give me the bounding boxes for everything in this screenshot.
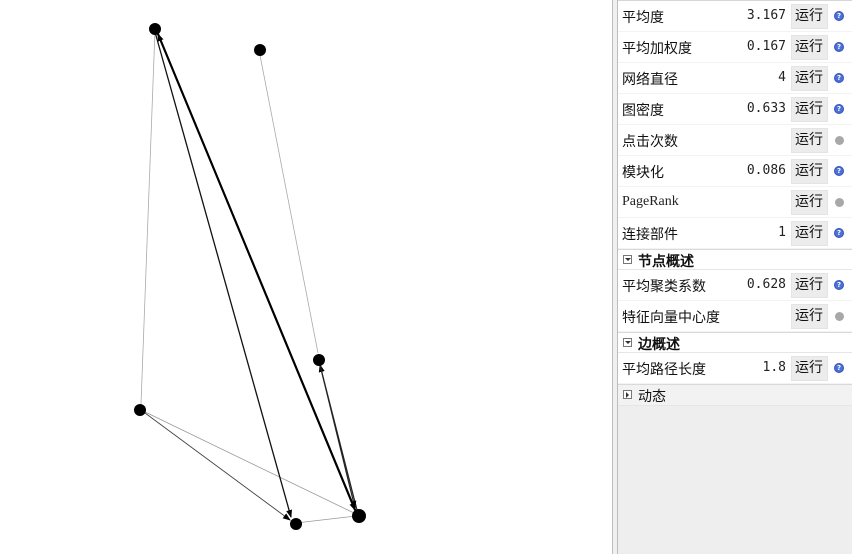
run-graph-density-button[interactable]: 运行	[791, 97, 828, 122]
stat-label: 特征向量中心度	[622, 310, 720, 326]
edge-overview-header[interactable]: 边概述	[618, 332, 852, 353]
run-network-diameter-button[interactable]: 运行	[791, 66, 828, 91]
graph-edge[interactable]	[154, 31, 292, 518]
graph-edge[interactable]	[258, 49, 319, 354]
graph-edge[interactable]	[144, 412, 291, 521]
stat-row-average-degree: 平均度 3.167 运行 ?	[618, 1, 852, 32]
statistics-panel: 平均度 3.167 运行 ? 平均加权度 0.167 运行 ? 网络直径 4 运…	[618, 0, 852, 554]
stat-value: 0.167	[746, 39, 786, 54]
stat-label: 连接部件	[622, 227, 678, 243]
collapse-toggle-icon[interactable]	[623, 255, 632, 264]
graph-edge[interactable]	[140, 409, 357, 515]
stat-label: 图密度	[622, 103, 664, 119]
info-icon[interactable]: ?	[834, 280, 844, 290]
stat-row-average-path-length: 平均路径长度 1.8 运行 ?	[618, 353, 852, 384]
stat-value: 3.167	[746, 8, 786, 23]
stat-value: 0.086	[746, 163, 786, 178]
run-average-path-length-button[interactable]: 运行	[791, 356, 828, 381]
info-icon[interactable]: ?	[834, 104, 844, 114]
disabled-dot-icon	[835, 198, 844, 207]
section-title: 节点概述	[638, 254, 694, 270]
run-average-degree-button[interactable]: 运行	[791, 4, 828, 29]
graph-edge[interactable]	[157, 33, 356, 511]
stat-label: 平均路径长度	[622, 362, 706, 378]
stat-label: 网络直径	[622, 72, 678, 88]
stat-value: 1.8	[762, 360, 786, 375]
stat-label: 模块化	[622, 165, 664, 181]
stat-row-network-diameter: 网络直径 4 运行 ?	[618, 63, 852, 94]
section-title: 边概述	[638, 337, 680, 353]
stat-value: 0.633	[746, 101, 786, 116]
info-icon[interactable]: ?	[834, 228, 844, 238]
stat-row-hits: 点击次数 运行	[618, 125, 852, 156]
stat-row-connected-components: 连接部件 1 运行 ?	[618, 218, 852, 249]
graph-node[interactable]	[134, 404, 146, 416]
disabled-dot-icon	[835, 312, 844, 321]
disabled-dot-icon	[835, 136, 844, 145]
info-icon[interactable]: ?	[834, 363, 844, 373]
run-average-clustering-button[interactable]: 运行	[791, 273, 828, 298]
graph-node[interactable]	[149, 23, 161, 35]
expand-toggle-icon[interactable]	[623, 390, 632, 399]
stat-label: 平均度	[622, 10, 664, 26]
info-icon[interactable]: ?	[834, 42, 844, 52]
run-eigenvector-centrality-button[interactable]: 运行	[791, 304, 828, 329]
stat-row-pagerank: PageRank 运行	[618, 187, 852, 218]
run-connected-components-button[interactable]: 运行	[791, 221, 828, 246]
stat-row-modularity: 模块化 0.086 运行 ?	[618, 156, 852, 187]
stat-label: 点击次数	[622, 134, 678, 150]
stat-value: 1	[778, 225, 786, 240]
collapse-toggle-icon[interactable]	[623, 338, 632, 347]
graph-node[interactable]	[313, 354, 325, 366]
graph-edge[interactable]	[319, 364, 357, 509]
graph-edge[interactable]	[140, 29, 156, 405]
stat-row-eigenvector-centrality: 特征向量中心度 运行	[618, 301, 852, 332]
run-modularity-button[interactable]: 运行	[791, 159, 828, 184]
stat-label: PageRank	[622, 194, 679, 209]
panel-splitter[interactable]	[612, 0, 618, 554]
stat-label: 平均加权度	[622, 41, 692, 57]
run-pagerank-button[interactable]: 运行	[791, 190, 828, 215]
network-overview-section: 平均度 3.167 运行 ? 平均加权度 0.167 运行 ? 网络直径 4 运…	[618, 1, 852, 249]
graph-node[interactable]	[352, 509, 366, 523]
info-icon[interactable]: ?	[834, 73, 844, 83]
stat-row-average-weighted-degree: 平均加权度 0.167 运行 ?	[618, 32, 852, 63]
run-average-weighted-degree-button[interactable]: 运行	[791, 35, 828, 60]
info-icon[interactable]: ?	[834, 166, 844, 176]
stat-value: 4	[778, 70, 786, 85]
graph-edge[interactable]	[295, 515, 357, 524]
stat-row-average-clustering: 平均聚类系数 0.628 运行 ?	[618, 270, 852, 301]
dynamic-section-header[interactable]: 动态	[618, 384, 852, 406]
section-title: 动态	[638, 389, 666, 405]
graph-canvas[interactable]	[0, 0, 612, 554]
node-overview-header[interactable]: 节点概述	[618, 249, 852, 270]
graph-node[interactable]	[290, 518, 302, 530]
stat-label: 平均聚类系数	[622, 279, 706, 295]
graph-node[interactable]	[254, 44, 266, 56]
stat-value: 0.628	[746, 277, 786, 292]
stat-row-graph-density: 图密度 0.633 运行 ?	[618, 94, 852, 125]
info-icon[interactable]: ?	[834, 11, 844, 21]
run-hits-button[interactable]: 运行	[791, 128, 828, 153]
